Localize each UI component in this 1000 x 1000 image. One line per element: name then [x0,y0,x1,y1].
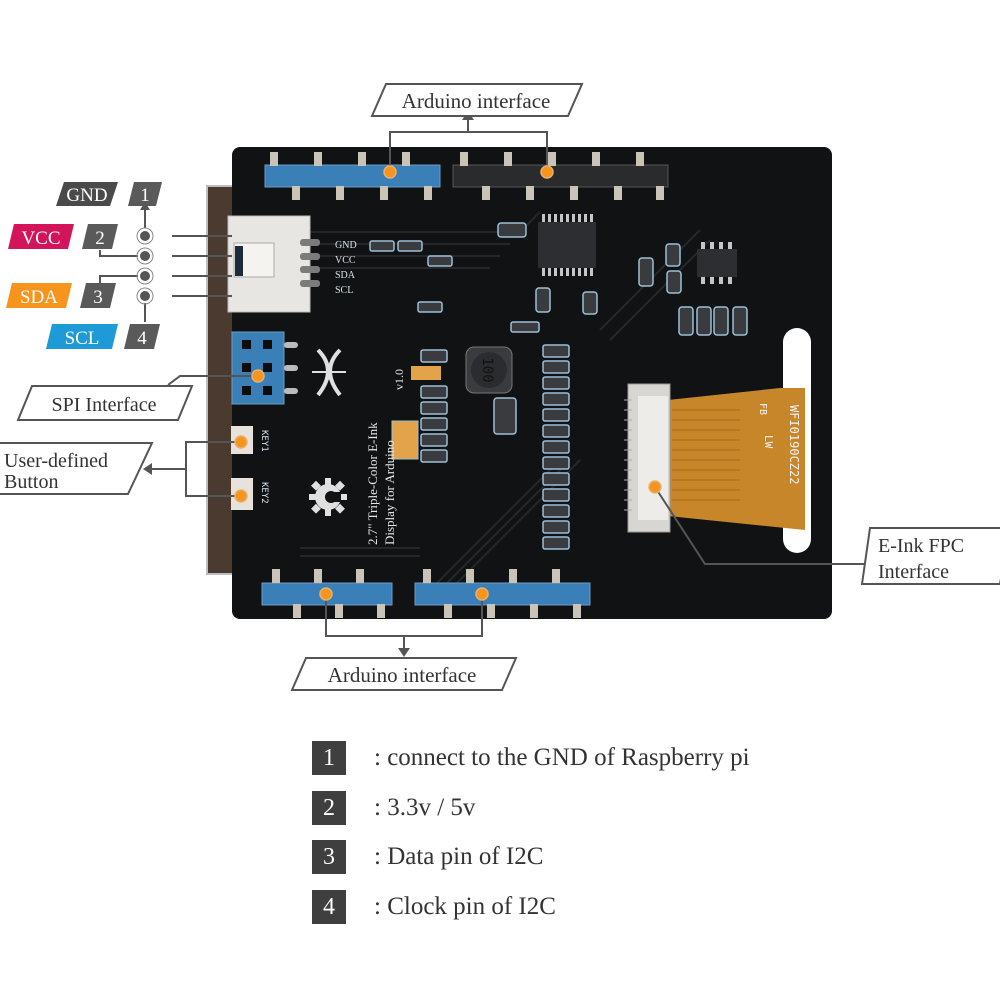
board-title-silkscreen: 2.7" Triple-Color E-Ink Display for Ardu… [365,369,406,545]
pin-name-scl: SCL [65,328,100,349]
board-title-line2: Display for Arduino [382,440,397,545]
fpc-sub: LW [762,435,775,449]
pin-name-sda: SDA [20,287,58,308]
callout-button-line2: Button [4,471,58,493]
silk-key2: KEY2 [259,482,269,504]
ic-chip-eeprom [697,242,737,284]
board-title-line1: 2.7" Triple-Color E-Ink [365,422,380,545]
arduino-header-bottom-left [261,569,393,618]
inductor-label: 100 [479,357,495,382]
board-diagram: GND VCC SDA SCL [0,83,1000,691]
pin-number-4: 4 [137,328,147,349]
pin-number-3: 3 [93,287,103,308]
callout-spi-label: SPI Interface [52,394,157,416]
arduino-header-top-right [452,152,669,200]
callout-fpc-line2: Interface [878,561,949,583]
i2c-connector [227,215,320,313]
pin-number-1: 1 [140,185,150,206]
callout-arduino-top-label: Arduino interface [402,89,551,113]
smd-components [369,222,748,336]
callout-spi: SPI Interface [16,385,194,421]
legend-text: : Clock pin of I2C [374,893,556,920]
smd-column [420,344,570,550]
pin-name-gnd: GND [66,185,107,206]
legend-item-2: 2 : 3.3v / 5v [312,791,475,825]
spi-header [231,331,298,405]
marker-spi [251,369,265,383]
ic-chip-main [538,214,596,276]
callout-fpc: E-Ink FPC Interface [860,527,1000,585]
callout-arduino-bottom: Arduino interface [290,657,518,691]
brand-logo-icon [312,348,346,397]
marker-key2 [234,489,248,503]
arduino-header-bottom-right [414,569,591,618]
legend-item-1: 1 : connect to the GND of Raspberry pi [312,741,750,775]
pin-number-2: 2 [95,228,105,249]
legend-item-3: 3 : Data pin of I2C [312,840,543,874]
legend-number: 2 [312,791,346,825]
silk-vcc: VCC [335,255,356,266]
callout-lines [99,118,870,650]
silk-scl: SCL [335,285,353,296]
callout-button-line1: User-defined [4,450,108,472]
callout-arduino-top: Arduino interface [370,83,584,117]
legend-text: : Data pin of I2C [374,843,544,870]
pin-circles [136,227,154,305]
marker-arduino-bottom-left [319,587,333,601]
callout-fpc-line1: E-Ink FPC [878,535,964,557]
tantalum-cap-1 [411,366,441,380]
silk-key1: KEY1 [259,430,269,452]
pin-label-gnd: GND 1 [56,182,162,206]
callout-button: User-defined Button [0,442,154,495]
fpc-ribbon: WFI0190CZ22 LW FB [668,388,805,530]
fpc-code: WFI0190CZ22 [787,405,801,484]
legend-number: 3 [312,840,346,874]
tantalum-cap-2 [391,420,419,460]
legend-number: 1 [312,741,346,775]
silk-sda: SDA [335,270,356,281]
inductor: 100 [465,346,513,394]
legend-text: : connect to the GND of Raspberry pi [374,744,750,771]
marker-fpc [648,480,662,494]
legend-item-4: 4 : Clock pin of I2C [312,890,556,924]
marker-arduino-top-left [383,165,397,179]
connector-silkscreen: GND VCC SDA SCL [335,240,357,296]
callout-arduino-bottom-label: Arduino interface [328,663,477,687]
board-version: v1.0 [392,369,406,390]
gear-logo-icon [309,478,347,516]
marker-key1 [234,435,248,449]
pin-name-vcc: VCC [21,228,60,249]
fpc-fb: FB [757,403,768,415]
marker-arduino-bottom-right [475,587,489,601]
pin-label-scl: SCL 4 [46,324,160,349]
pin-label-sda: SDA 3 [6,283,116,308]
fpc-connector [624,383,671,533]
silk-gnd: GND [335,240,357,251]
pin-label-vcc: VCC 2 [8,224,118,249]
legend-text: : 3.3v / 5v [374,794,476,821]
marker-arduino-top-right [540,165,554,179]
orange-markers [234,165,662,601]
legend-number: 4 [312,890,346,924]
